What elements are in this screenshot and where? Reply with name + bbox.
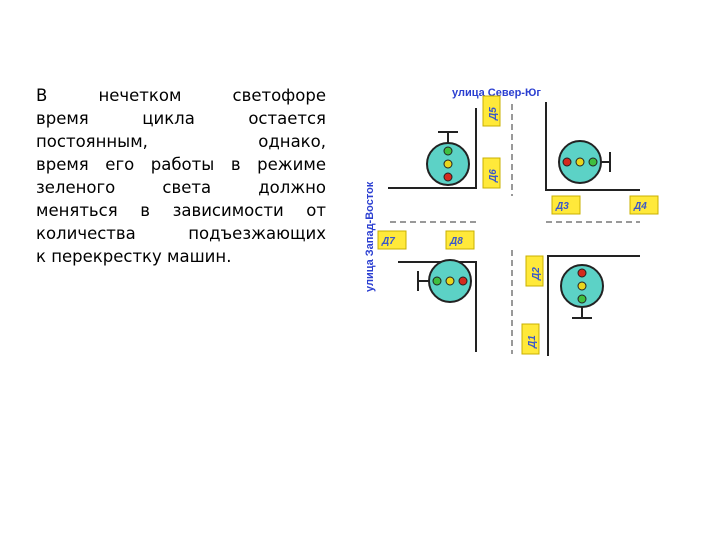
detector-d2: Д2 <box>525 255 544 287</box>
detector-d3-label: Д3 <box>555 201 569 212</box>
traffic-light-bottom-right <box>560 264 604 319</box>
paragraph-line: зеленого света должно <box>36 178 326 197</box>
traffic-light-bottom-left <box>417 259 472 303</box>
paragraph-line: В нечетком светофоре <box>36 86 326 105</box>
green-light-icon <box>588 157 598 167</box>
detector-d1: Д1 <box>521 323 540 355</box>
detector-d6: Д6 <box>482 157 501 189</box>
green-light-icon <box>432 276 442 286</box>
green-light-icon <box>443 146 453 156</box>
detector-d5-label: Д5 <box>488 107 499 121</box>
yellow-light-icon <box>577 281 587 291</box>
green-light-icon <box>577 294 587 304</box>
street-label-north-south: улица Север-Юг <box>452 87 541 99</box>
detector-d8-label: Д8 <box>449 236 463 247</box>
paragraph-line: время цикла остается <box>36 109 326 128</box>
road-corner-bottom-right <box>547 255 640 356</box>
yellow-light-icon <box>575 157 585 167</box>
paragraph-line: количества подъезжающих <box>36 224 326 243</box>
detector-d8: Д8 <box>445 230 475 250</box>
paragraph-line: к перекрестку машин. <box>36 247 232 266</box>
red-light-icon <box>577 268 587 278</box>
detector-d1-label: Д1 <box>527 335 538 349</box>
detector-d4-label: Д4 <box>633 201 647 212</box>
detector-d6-label: Д6 <box>488 169 499 183</box>
yellow-light-icon <box>443 159 453 169</box>
traffic-light-top-right <box>558 140 611 184</box>
detector-d7: Д7 <box>377 230 407 250</box>
red-light-icon <box>458 276 468 286</box>
road-corner-bottom-left <box>398 261 477 352</box>
yellow-light-icon <box>445 276 455 286</box>
paragraph-line: постоянным, однако, <box>36 132 326 151</box>
detector-d4: Д4 <box>629 195 659 215</box>
paragraph-line: меняться в зависимости от <box>36 201 326 220</box>
detector-d7-label: Д7 <box>381 236 395 247</box>
description-paragraph: В нечетком светофоре время цикла остаетс… <box>36 84 326 268</box>
red-light-icon <box>443 172 453 182</box>
traffic-light-top-left <box>426 131 470 186</box>
detector-d5: Д5 <box>482 95 501 127</box>
red-light-icon <box>562 157 572 167</box>
paragraph-line: время его работы в режиме <box>36 155 326 174</box>
street-label-west-east: улица Запад-Восток <box>364 181 376 292</box>
detector-d3: Д3 <box>551 195 581 215</box>
detector-d2-label: Д2 <box>531 267 542 281</box>
road-corner-top-left <box>388 108 477 189</box>
road-corner-top-right <box>545 102 640 191</box>
